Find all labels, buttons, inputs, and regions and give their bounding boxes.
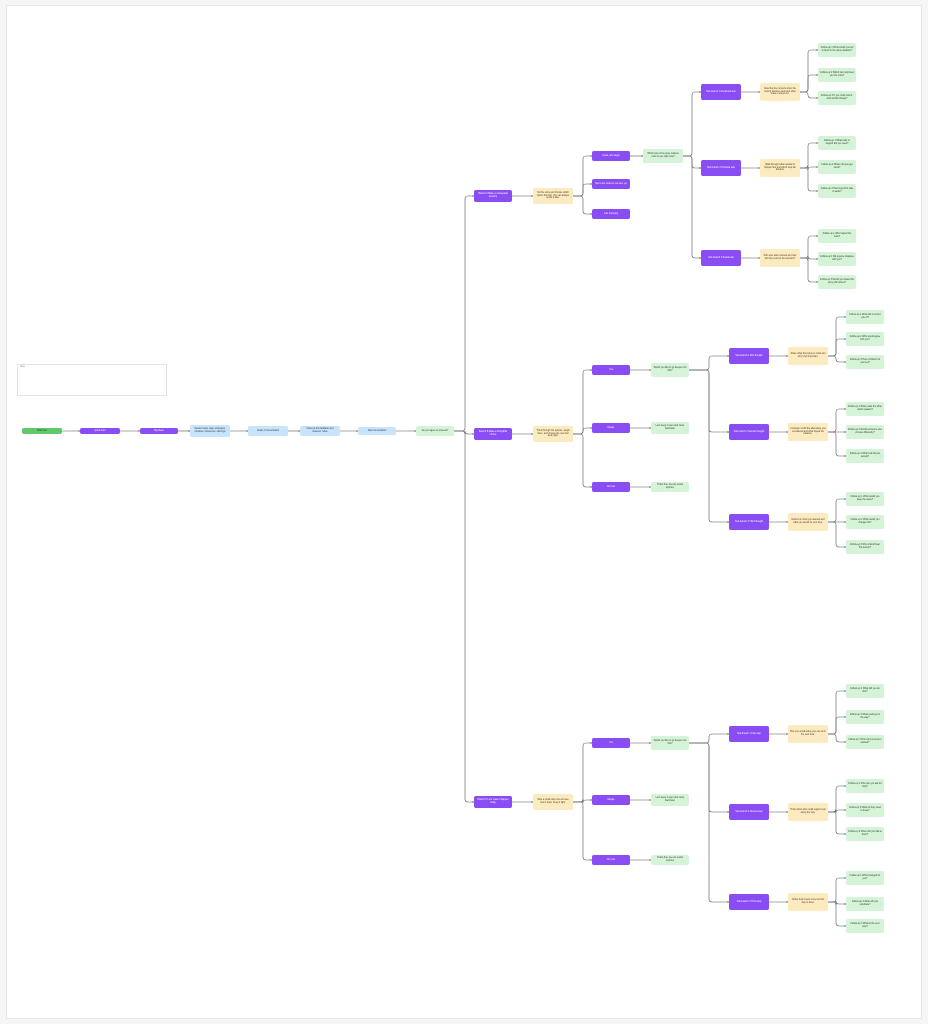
node-a-l5[interactable]: Follow-up 2 Where did you get stuck? [818, 160, 856, 174]
node-b-l8[interactable]: Follow-up 2 What would you change first? [846, 515, 884, 529]
node-b-y1[interactable]: Share what first came to mind and why it… [788, 347, 828, 365]
node-n-b1[interactable]: Session topic, tags, strategies, priorit… [190, 425, 230, 437]
frame-label: Note [20, 366, 25, 368]
node-c-p2[interactable]: Maybe [592, 795, 630, 805]
node-c-l9[interactable]: Follow-up 3 What is the next step? [846, 919, 884, 933]
node-c-q[interactable]: Branch C Let's make it happen today [474, 796, 512, 808]
node-a-l4[interactable]: Follow-up 1 What tools or support did yo… [818, 136, 856, 150]
node-a-s2[interactable]: Sub-branch 2 Practical side [701, 160, 741, 176]
node-a-y2[interactable]: Walk through what needed to happen first… [760, 159, 800, 177]
node-c-l1[interactable]: Follow-up 1 What will you do first? [846, 684, 884, 698]
node-b-p2[interactable]: Maybe [592, 423, 630, 433]
node-a-p2[interactable]: Not in the mood or not sure yet [592, 179, 630, 189]
node-a-l1[interactable]: Follow-up 1 What would you tell a friend… [818, 43, 856, 57]
node-n-b2[interactable]: Guide of conversation [248, 426, 288, 436]
node-b-l2[interactable]: Follow-up 2 Who would agree with you? [846, 332, 884, 346]
node-b-l4[interactable]: Follow-up 1 What made the other option w… [846, 402, 884, 416]
node-a-y3[interactable]: Who else was involved and how did they r… [760, 249, 800, 267]
node-c-s2[interactable]: Sub-branch 2 Second step [729, 804, 769, 820]
node-n-b3[interactable]: Notes to the facilitator and observer no… [300, 426, 340, 436]
node-n-p1[interactable]: Quick intro [80, 428, 120, 434]
node-a-g1[interactable]: Which part of the story matters most to … [643, 149, 683, 163]
note-frame[interactable]: Note [17, 364, 167, 396]
node-c-l7[interactable]: Follow-up 1 What changed for you? [846, 871, 884, 885]
node-c-y[interactable]: Take a small step now and see how it fee… [533, 794, 573, 810]
node-c-y1[interactable]: Pick one small action you can do in the … [788, 725, 828, 743]
node-n-b4[interactable]: Start conversation [358, 427, 396, 435]
node-a-s3[interactable]: Sub-branch 3 Social side [701, 250, 741, 266]
node-n-g-root[interactable]: Do you agree to proceed? [416, 426, 454, 436]
node-a-l2[interactable]: Follow-up 2 Which part surprised you the… [818, 68, 856, 82]
node-a-y1[interactable]: Describe the moment when the feeling bec… [760, 83, 800, 101]
node-b-q[interactable]: Branch B Make a thoughtful choice [474, 428, 512, 440]
node-b-s3[interactable]: Sub-branch 3 Third thought [729, 514, 769, 530]
node-c-y3[interactable]: Notice how it feels once the first step … [788, 893, 828, 911]
node-a-s1[interactable]: Sub-branch 1 Emotional side [701, 84, 741, 100]
node-b-l5[interactable]: Follow-up 2 Would someone else choose di… [846, 425, 884, 439]
node-c-g3[interactable]: That's fine, we can revisit anytime [651, 855, 689, 865]
node-a-q[interactable]: Branch A Make a conceptual decision [474, 190, 512, 202]
node-a-l9[interactable]: Follow-up 3 Would you share this story w… [818, 275, 856, 289]
node-c-s3[interactable]: Sub-branch 3 Third step [729, 894, 769, 910]
node-c-y2[interactable]: Think about who could support you along … [788, 803, 828, 821]
node-b-l7[interactable]: Follow-up 1 What would you keep the same… [846, 492, 884, 506]
node-c-p1[interactable]: Yes [592, 738, 630, 748]
node-b-l6[interactable]: Follow-up 3 What risk did you accept? [846, 449, 884, 463]
node-c-l5[interactable]: Follow-up 2 What do they need to know? [846, 803, 884, 817]
node-b-p1[interactable]: Yes [592, 365, 630, 375]
node-n-start[interactable]: Start here [22, 428, 62, 434]
node-b-g2[interactable]: Let's keep it open and come back later [651, 422, 689, 434]
node-a-y[interactable]: Tell the story and choose which option f… [533, 188, 573, 204]
node-a-p3[interactable]: Just browsing [592, 209, 630, 219]
node-a-l7[interactable]: Follow-up 1 Who helped the most? [818, 229, 856, 243]
diagram-board: Note [6, 5, 922, 1019]
node-b-l3[interactable]: Follow-up 3 How confident do you feel? [846, 355, 884, 369]
node-n-p2[interactable]: Big ideas [140, 428, 178, 434]
node-b-y2[interactable]: Compare it with the alternative you cons… [788, 423, 828, 441]
node-c-g2[interactable]: Let's keep it open and come back later [651, 794, 689, 806]
node-c-s1[interactable]: Sub-branch 1 First step [729, 726, 769, 742]
node-c-p3[interactable]: Not now [592, 855, 630, 865]
node-b-l9[interactable]: Follow-up 3 Who should hear this lesson? [846, 540, 884, 554]
node-c-l2[interactable]: Follow-up 2 What could get in the way? [846, 710, 884, 724]
node-c-l4[interactable]: Follow-up 1 Who can you ask for help? [846, 779, 884, 793]
node-b-s2[interactable]: Sub-branch 2 Second thought [729, 424, 769, 440]
node-b-y[interactable]: Think through the options, weigh them, a… [533, 426, 573, 442]
node-b-s1[interactable]: Sub-branch 1 First thought [729, 348, 769, 364]
node-b-y3[interactable]: Reflect on what you learned and what you… [788, 513, 828, 531]
node-b-g3[interactable]: That's fine, we can revisit anytime [651, 482, 689, 492]
node-c-g1[interactable]: Would you like to go deeper into this? [651, 736, 689, 750]
node-a-l6[interactable]: Follow-up 3 How long did it take to sett… [818, 184, 856, 198]
node-b-g1[interactable]: Would you like to go deeper into this? [651, 363, 689, 377]
node-a-p1[interactable]: Great, let's begin [592, 151, 630, 161]
node-b-l1[interactable]: Follow-up 1 What did it remind you of? [846, 310, 884, 324]
node-c-l3[interactable]: Follow-up 3 How will you know it worked? [846, 735, 884, 749]
node-c-l8[interactable]: Follow-up 2 What will you celebrate? [846, 897, 884, 911]
node-a-l3[interactable]: Follow-up 3 If you could redo it, what w… [818, 91, 856, 105]
node-a-l8[interactable]: Follow-up 2 Did anyone disagree with you… [818, 252, 856, 266]
node-c-l6[interactable]: Follow-up 3 When will you talk to them? [846, 827, 884, 841]
node-b-p3[interactable]: Not now [592, 482, 630, 492]
